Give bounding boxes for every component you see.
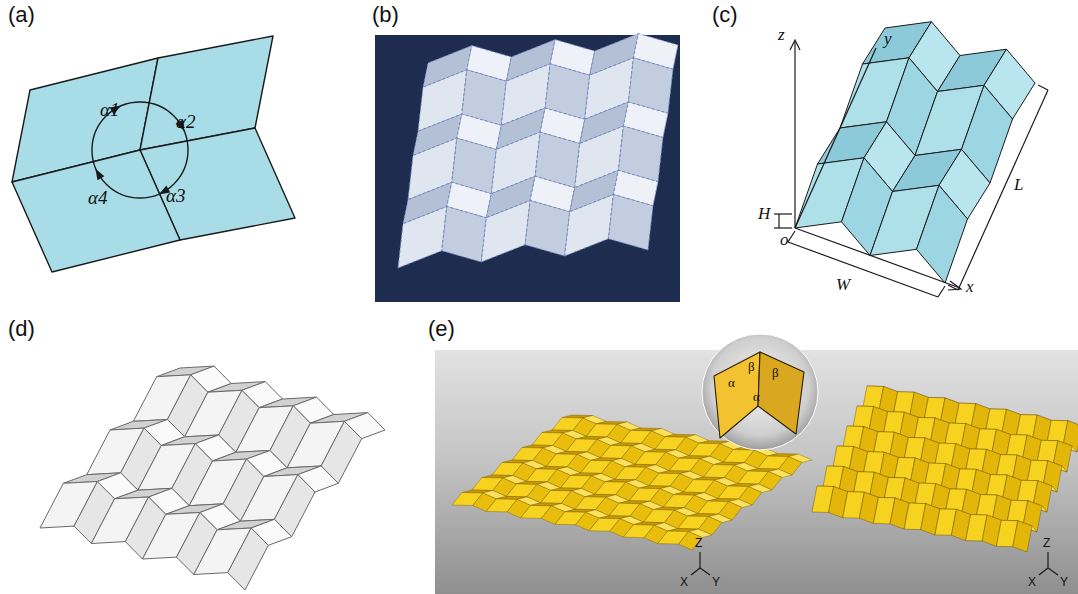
fold-face — [565, 195, 614, 257]
vertex-panels — [12, 36, 295, 272]
figure-symbol: x — [966, 278, 974, 295]
folded-yellow-sheet — [812, 386, 1078, 552]
miura-tessellation — [40, 366, 385, 590]
figure-symbol: α1 — [100, 100, 119, 119]
panel-label: (d) — [8, 318, 35, 340]
unit-cell — [714, 352, 804, 438]
axis-icons — [691, 552, 1058, 575]
figure-symbol: y — [884, 30, 892, 47]
figure-symbol: o — [780, 231, 789, 248]
fold-face — [1013, 521, 1032, 552]
figure-symbol: z — [778, 26, 785, 43]
fold-face — [398, 207, 447, 269]
folded-paper — [398, 34, 678, 268]
figure-symbol: β — [772, 366, 779, 379]
axes-and-dimensions — [774, 40, 1048, 297]
render-background — [435, 350, 1078, 594]
figure-symbol: L — [1014, 176, 1023, 193]
panel-label: (c) — [712, 4, 738, 26]
figure-symbol: H — [758, 205, 770, 222]
figure-symbol: β — [748, 360, 755, 373]
fold-face — [917, 185, 968, 283]
figure-symbol: X — [680, 576, 688, 588]
figure-symbol: α — [728, 376, 735, 389]
unit-cell-inset — [702, 334, 818, 450]
figure-symbol: W — [836, 276, 850, 293]
panel-label: (b) — [372, 4, 399, 26]
figure-symbol: α2 — [176, 112, 195, 131]
arrowhead — [95, 169, 104, 181]
fold-face — [442, 207, 487, 263]
figure-symbol: α4 — [88, 188, 107, 207]
photo-background — [375, 35, 680, 302]
figure-symbol: X — [1028, 576, 1036, 588]
figure-symbol: α3 — [166, 186, 185, 205]
fold-face — [608, 195, 653, 251]
fold-face — [481, 201, 530, 263]
fold-face — [525, 201, 570, 257]
miura-sheet — [795, 22, 1035, 283]
fold-face — [228, 528, 268, 590]
panel-label: (e) — [428, 318, 455, 340]
panel-label: (a) — [8, 4, 35, 26]
figure-symbol: Y — [712, 576, 720, 588]
figure-symbol: Y — [1060, 576, 1068, 588]
figure-symbol: α — [753, 390, 760, 403]
fold-face — [679, 532, 703, 550]
figure-symbol: Z — [1043, 537, 1050, 549]
figure-symbol: Z — [695, 537, 702, 549]
